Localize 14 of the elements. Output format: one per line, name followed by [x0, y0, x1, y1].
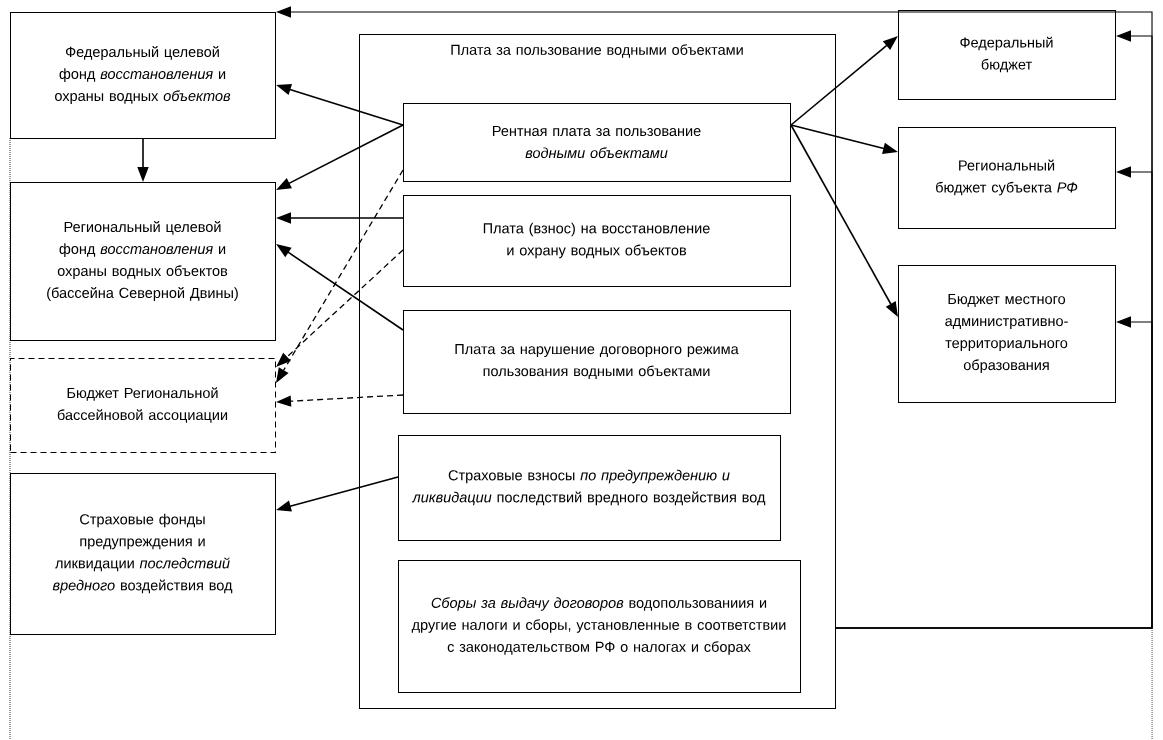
- process-box: Бюджет Региональной бассейновой ассоциации: [10, 358, 276, 453]
- payment-box: Страховые взносы по предупреждению и ликвидации последствий вредного воздействия вод: [398, 435, 781, 541]
- payment-box: Плата (взнос) на восстановление и охрану водных объектов: [403, 195, 791, 287]
- process-box: Страховые фонды предупреждения и ликвидации последствий вредного воздействия вод: [10, 473, 276, 635]
- process-box: Федеральный бюджет: [898, 10, 1116, 100]
- payment-box: Рентная плата за пользование водными объектами: [403, 103, 791, 182]
- arrow: [276, 249, 404, 367]
- payment-box: Сборы за выдачу договоров водопользованиия и другие налоги и сборы, установленные в соответствии с законодательством РФ о налогах и сборах: [398, 560, 801, 693]
- process-box: Региональный бюджет субъекта РФ: [898, 127, 1116, 229]
- arrow: [276, 169, 404, 383]
- process-box: Региональный целевой фонд восстановления и охраны водных объектов (бассейна Северной Двины): [10, 182, 276, 341]
- payment-box: Плата за нарушение договорного режима пользования водными объектами: [403, 310, 791, 414]
- process-box: Бюджет местного административно-территориального образования: [898, 265, 1116, 403]
- process-box: Федеральный целевой фонд восстановления и охраны водных объектов: [10, 12, 276, 139]
